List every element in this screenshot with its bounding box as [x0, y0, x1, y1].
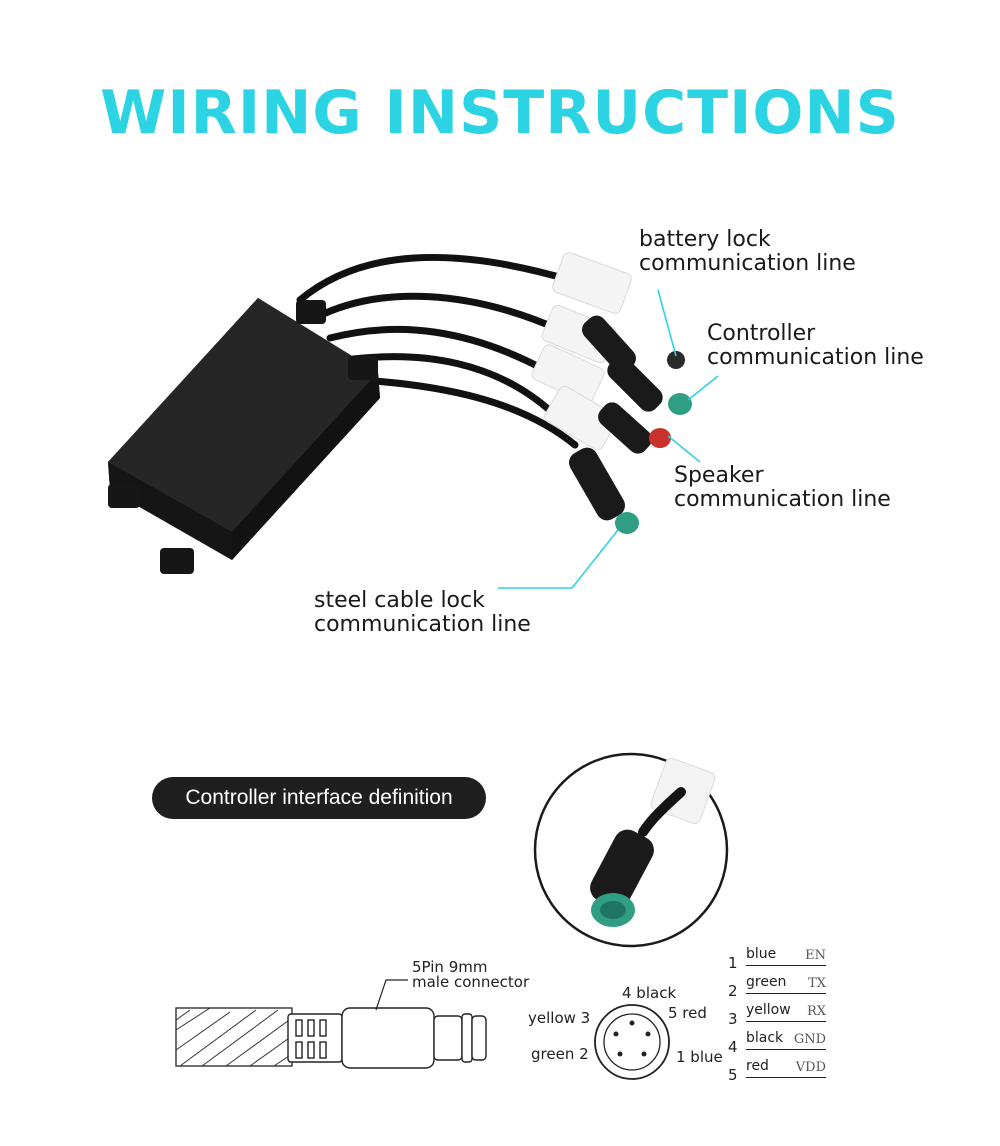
pin-signal: TX: [808, 976, 826, 991]
connector-label-line1: 5Pin 9mm: [412, 958, 488, 976]
pin-label-1: 1 blue: [676, 1048, 723, 1066]
pin-table: 1 blue EN 2 green TX 3 yellow RX 4 black GND 5 red VDD: [728, 946, 838, 1086]
pin-table-row: 1 blue EN: [728, 946, 838, 972]
pin-1: [641, 1051, 647, 1057]
pin-underline: [746, 965, 826, 966]
steel-cable-lock-label: steel cable lock: [314, 588, 485, 613]
pin-label-4: 4 black: [622, 984, 677, 1002]
pin-underline: [746, 1021, 826, 1022]
pin-4: [629, 1020, 635, 1026]
pin-signal: VDD: [795, 1060, 826, 1075]
steel-cable-lock-connector: [569, 447, 639, 534]
connector-drawing: [175, 979, 487, 1069]
pin-label-2: green 2: [531, 1045, 589, 1063]
pin-number: 3: [728, 1010, 738, 1028]
pin-signal: GND: [793, 1032, 826, 1047]
speaker-sublabel: communication line: [674, 487, 891, 512]
battery-lock-label: battery lock: [639, 227, 771, 252]
page-title: WIRING INSTRUCTIONS: [100, 78, 900, 148]
connector-photo: [533, 752, 729, 948]
pin-label-3: yellow 3: [528, 1009, 591, 1027]
pin-table-row: 4 black GND: [728, 1030, 838, 1056]
controller-callout: Controller communication line: [707, 322, 924, 370]
pin-signal: EN: [805, 948, 826, 963]
pin-underline: [746, 993, 826, 994]
pin-wire-color: red: [746, 1058, 769, 1074]
pin-table-row: 5 red VDD: [728, 1058, 838, 1084]
battery-lock-sublabel: communication line: [639, 251, 856, 276]
pin-wire-color: black: [746, 1030, 784, 1046]
leader-lines: [498, 289, 719, 589]
pin-3: [613, 1031, 619, 1037]
product-illustration: [108, 252, 719, 589]
pin-table-row: 2 green TX: [728, 974, 838, 1000]
battery-lock-callout: battery lock communication line: [639, 228, 856, 276]
hatched-cable: [175, 1007, 293, 1067]
pin-table-row: 3 yellow RX: [728, 1002, 838, 1028]
pin-2: [617, 1051, 623, 1057]
pin-wire-color: yellow: [746, 1002, 791, 1018]
connector-body: [287, 1007, 487, 1069]
speaker-connector: [598, 402, 671, 454]
pin-number: 2: [728, 982, 738, 1000]
pin-face-diagram: [594, 1004, 670, 1080]
connector-label: 5Pin 9mm male connector: [412, 960, 529, 990]
pin-number: 4: [728, 1038, 738, 1056]
controller-connector: [607, 356, 692, 415]
control-module: [108, 298, 380, 574]
pin-number: 1: [728, 954, 738, 972]
speaker-label: Speaker: [674, 463, 764, 488]
controller-label: Controller: [707, 321, 816, 346]
pin-wire-color: blue: [746, 946, 777, 962]
pin-wire-color: green: [746, 974, 787, 990]
pin-5: [645, 1031, 651, 1037]
pin-signal: RX: [806, 1004, 826, 1019]
pin-label-5: 5 red: [668, 1004, 707, 1022]
steel-cable-lock-sublabel: communication line: [314, 612, 531, 637]
pin-underline: [746, 1049, 826, 1050]
speaker-callout: Speaker communication line: [674, 464, 891, 512]
pin-underline: [746, 1077, 826, 1078]
controller-sublabel: communication line: [707, 345, 924, 370]
connector-label-line2: male connector: [412, 973, 530, 991]
pin-number: 5: [728, 1066, 738, 1084]
section-label: Controller interface definition: [152, 777, 486, 819]
steel-cable-lock-callout: steel cable lock communication line: [314, 589, 531, 637]
